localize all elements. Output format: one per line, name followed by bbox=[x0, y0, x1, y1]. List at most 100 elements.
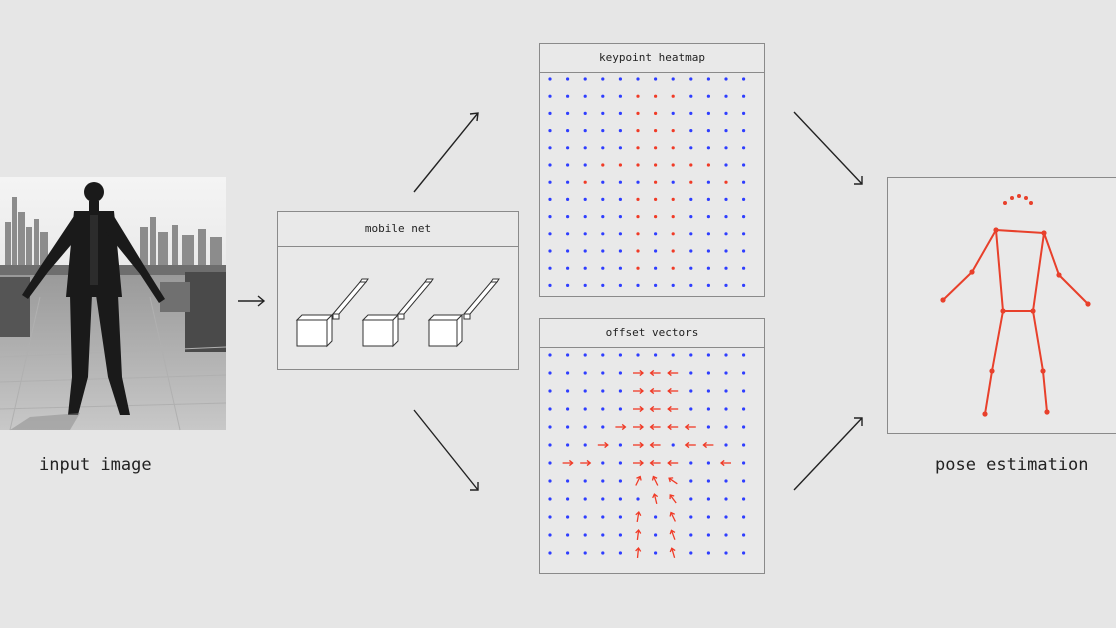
offset-arrow bbox=[649, 369, 661, 377]
heatmap-dot bbox=[636, 77, 640, 81]
heatmap-dot bbox=[583, 129, 587, 133]
offset-dot bbox=[618, 461, 622, 465]
heatmap-hot-dot bbox=[671, 163, 675, 167]
offset-dot bbox=[548, 461, 552, 465]
heatmap-dot bbox=[724, 111, 728, 115]
heatmap-dot bbox=[689, 215, 693, 219]
offset-dot bbox=[742, 479, 746, 483]
heatmap-dot bbox=[566, 266, 570, 270]
offset-dot bbox=[618, 497, 622, 501]
heatmap-dot bbox=[601, 197, 605, 201]
offset-arrow bbox=[684, 423, 696, 431]
heatmap-dot bbox=[618, 249, 622, 253]
heatmap-dot bbox=[742, 94, 746, 98]
offset-dot bbox=[742, 443, 746, 447]
offset-dot bbox=[566, 551, 570, 555]
offset-arrow bbox=[669, 547, 676, 558]
offset-arrow bbox=[669, 529, 676, 540]
heatmap-dot bbox=[601, 129, 605, 133]
offset-dot bbox=[548, 479, 552, 483]
offset-dot bbox=[724, 551, 728, 555]
heatmap-dot bbox=[583, 94, 587, 98]
heatmap-dot bbox=[583, 163, 587, 167]
heatmap-dot bbox=[742, 266, 746, 270]
heatmap-dot bbox=[601, 232, 605, 236]
offset-dot bbox=[706, 425, 710, 429]
heatmap-dot bbox=[566, 129, 570, 133]
heatmap-dot bbox=[566, 283, 570, 287]
offset-dot bbox=[706, 533, 710, 537]
pose-estimation-box bbox=[887, 177, 1116, 434]
keypoint-heatmap-title: keypoint heatmap bbox=[540, 44, 764, 73]
heatmap-hot-dot bbox=[636, 215, 640, 219]
heatmap-dot bbox=[566, 163, 570, 167]
offset-arrow bbox=[633, 441, 645, 449]
offset-dot bbox=[566, 515, 570, 519]
offset-dot bbox=[583, 515, 587, 519]
heatmap-dot bbox=[618, 111, 622, 115]
offset-arrow bbox=[652, 493, 659, 505]
heatmap-hot-dot bbox=[636, 146, 640, 150]
heatmap-hot-dot bbox=[636, 111, 640, 115]
heatmap-dot bbox=[618, 266, 622, 270]
heatmap-dot bbox=[689, 146, 693, 150]
heatmap-dot bbox=[548, 146, 552, 150]
input-image-label: input image bbox=[39, 455, 152, 475]
offset-dot bbox=[601, 497, 605, 501]
offset-arrow bbox=[635, 475, 642, 486]
offset-dot bbox=[636, 353, 640, 357]
heatmap-dot bbox=[566, 94, 570, 98]
offset-dot bbox=[618, 551, 622, 555]
offset-dot bbox=[742, 551, 746, 555]
heatmap-dot bbox=[566, 180, 570, 184]
heatmap-dot bbox=[742, 215, 746, 219]
heatmap-dot bbox=[601, 266, 605, 270]
offset-dot bbox=[583, 353, 587, 357]
offset-arrow bbox=[719, 459, 731, 467]
offset-dot bbox=[742, 461, 746, 465]
heatmap-dot bbox=[601, 283, 605, 287]
heatmap-dot bbox=[654, 283, 658, 287]
offset-dot bbox=[548, 407, 552, 411]
heatmap-dot bbox=[689, 94, 693, 98]
heatmap-dot bbox=[724, 94, 728, 98]
heatmap-dot bbox=[706, 266, 710, 270]
heatmap-dot bbox=[706, 111, 710, 115]
arrow-down-right-icon bbox=[413, 409, 479, 491]
offset-dot bbox=[601, 551, 605, 555]
offset-dot bbox=[724, 389, 728, 393]
offset-dot bbox=[618, 533, 622, 537]
heatmap-dot bbox=[689, 111, 693, 115]
heatmap-dot bbox=[601, 94, 605, 98]
offset-dot bbox=[548, 497, 552, 501]
offset-dot bbox=[706, 551, 710, 555]
heatmap-hot-dot bbox=[618, 163, 622, 167]
offset-dot bbox=[654, 515, 658, 519]
offset-dot bbox=[601, 371, 605, 375]
heatmap-dot bbox=[724, 232, 728, 236]
offset-dot bbox=[742, 533, 746, 537]
heatmap-dot bbox=[654, 77, 658, 81]
heatmap-dot bbox=[583, 111, 587, 115]
offset-dot bbox=[548, 371, 552, 375]
heatmap-dot bbox=[601, 77, 605, 81]
heatmap-dot bbox=[671, 111, 675, 115]
heatmap-dot bbox=[706, 249, 710, 253]
offset-dot bbox=[583, 443, 587, 447]
heatmap-hot-dot bbox=[671, 197, 675, 201]
offset-dot bbox=[548, 389, 552, 393]
heatmap-dot bbox=[566, 77, 570, 81]
offset-dot bbox=[689, 515, 693, 519]
heatmap-dot bbox=[742, 111, 746, 115]
offset-dot bbox=[583, 371, 587, 375]
heatmap-dot bbox=[566, 232, 570, 236]
offset-dot bbox=[583, 497, 587, 501]
heatmap-dot bbox=[671, 283, 675, 287]
heatmap-dot bbox=[583, 283, 587, 287]
offset-dot bbox=[601, 479, 605, 483]
offset-dot bbox=[742, 425, 746, 429]
heatmap-dot bbox=[548, 111, 552, 115]
offset-dot bbox=[583, 533, 587, 537]
heatmap-hot-dot bbox=[671, 266, 675, 270]
heatmap-hot-dot bbox=[654, 163, 658, 167]
